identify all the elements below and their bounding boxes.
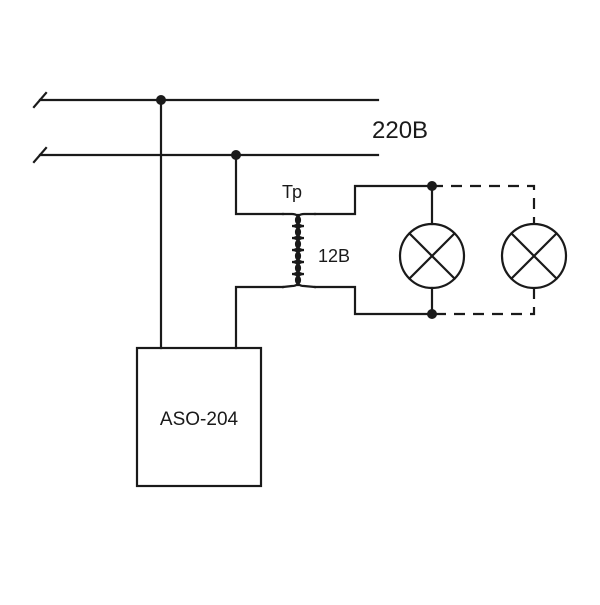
junction-dot bbox=[427, 309, 437, 319]
wire-primary-to-controller bbox=[234, 285, 285, 350]
terminal-1-icon bbox=[32, 91, 48, 109]
primary-winding-icon bbox=[281, 212, 302, 289]
wire-line2-to-primary bbox=[234, 153, 285, 216]
lamp-1-icon bbox=[398, 222, 466, 290]
wire-secondary-bottom bbox=[313, 285, 434, 316]
secondary-winding-icon bbox=[294, 212, 317, 289]
terminal-2-icon bbox=[32, 146, 48, 164]
controller-box: ASO-204 bbox=[135, 346, 263, 488]
wire-secondary-top bbox=[313, 184, 434, 216]
lamp-2-icon bbox=[500, 222, 568, 290]
transformer-label: Тр bbox=[282, 182, 302, 202]
supply-voltage-label: 220B bbox=[372, 117, 428, 144]
transformer: Тр 12B bbox=[281, 182, 350, 289]
junction-dot bbox=[231, 150, 241, 160]
supply-line-2 bbox=[32, 146, 380, 164]
supply-line-1 bbox=[32, 91, 380, 109]
wire-lamp2-bottom-dashed bbox=[432, 288, 536, 316]
wire-lamp2-top-dashed bbox=[432, 184, 536, 224]
secondary-voltage-label: 12B bbox=[318, 246, 350, 266]
junction-dot bbox=[156, 95, 166, 105]
controller-label: ASO-204 bbox=[160, 409, 239, 430]
